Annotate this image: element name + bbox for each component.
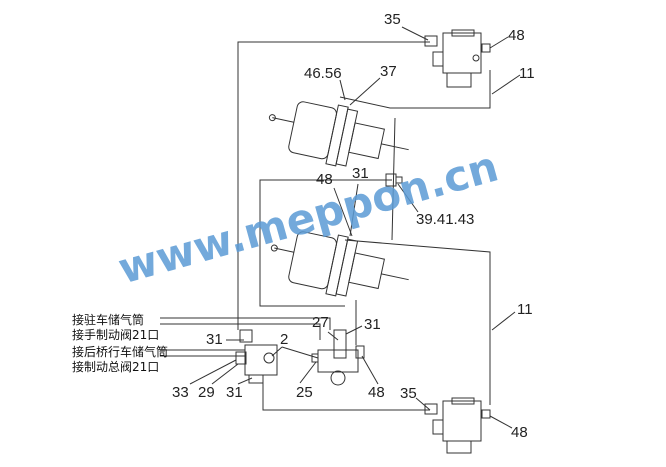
callout-11: 11 [517, 301, 533, 318]
callout-31: 31 [226, 384, 243, 401]
callout-39-41-43: 39.41.43 [416, 211, 475, 228]
spring-brake-valve-top [424, 29, 491, 88]
callout-25: 25 [296, 384, 313, 401]
brake-chamber-lower [270, 231, 409, 297]
note-brake-master-valve: 接制动总阀21口 [72, 360, 160, 374]
callout-35: 35 [384, 11, 401, 28]
callout-46-56: 46.56 [304, 65, 342, 82]
callout-11: 11 [519, 65, 535, 82]
callout-31: 31 [352, 165, 369, 182]
tee-fitting [385, 173, 403, 187]
callout-48: 48 [508, 27, 525, 44]
callout-48: 48 [511, 424, 528, 441]
callout-48: 48 [316, 171, 333, 188]
air-pipes [160, 41, 491, 411]
note-hand-brake-valve: 接手制动阀21口 [72, 328, 160, 342]
callout-2: 2 [280, 331, 289, 348]
callout-27: 27 [312, 314, 329, 331]
note-rear-axle-reservoir: 接后桥行车储气筒 [72, 345, 169, 359]
callout-48: 48 [368, 384, 385, 401]
callout-29: 29 [198, 384, 215, 401]
quick-release-valve [235, 329, 278, 384]
note-parking-reservoir: 接驻车储气筒 [72, 313, 145, 327]
callout-37: 37 [380, 63, 397, 80]
brake-chamber-upper [268, 101, 409, 167]
relay-valve [311, 329, 365, 386]
callout-33: 33 [172, 384, 189, 401]
callout-35: 35 [400, 385, 417, 402]
spring-brake-valve-bottom [424, 397, 491, 454]
leader-lines [189, 26, 521, 429]
callout-31: 31 [206, 331, 223, 348]
callout-31: 31 [364, 316, 381, 333]
